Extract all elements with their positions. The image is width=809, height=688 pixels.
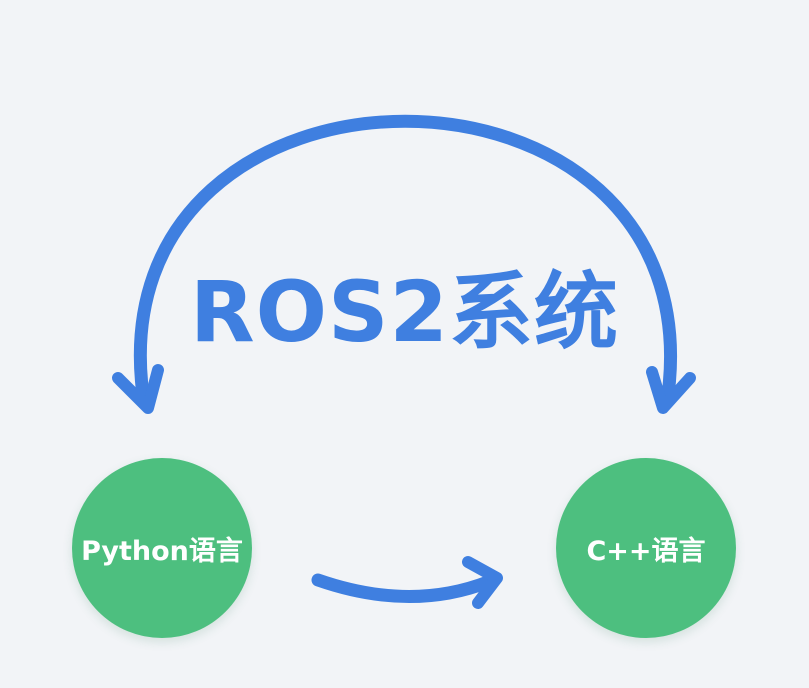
cpp-language-label: C++语言 bbox=[586, 535, 706, 567]
top-arc-arrow-icon bbox=[134, 114, 677, 402]
bottom-curved-arrow-icon bbox=[311, 573, 495, 603]
diagram-title: ROS2系统 bbox=[189, 263, 620, 361]
bottom-arrowhead-icon bbox=[462, 556, 503, 609]
arc-arrowhead-left-icon bbox=[112, 364, 164, 414]
arc-arrowhead-right-icon bbox=[646, 366, 696, 414]
python-language-label: Python语言 bbox=[81, 535, 243, 567]
cpp-language-node: C++语言 bbox=[556, 458, 736, 638]
python-language-node: Python语言 bbox=[72, 458, 252, 638]
